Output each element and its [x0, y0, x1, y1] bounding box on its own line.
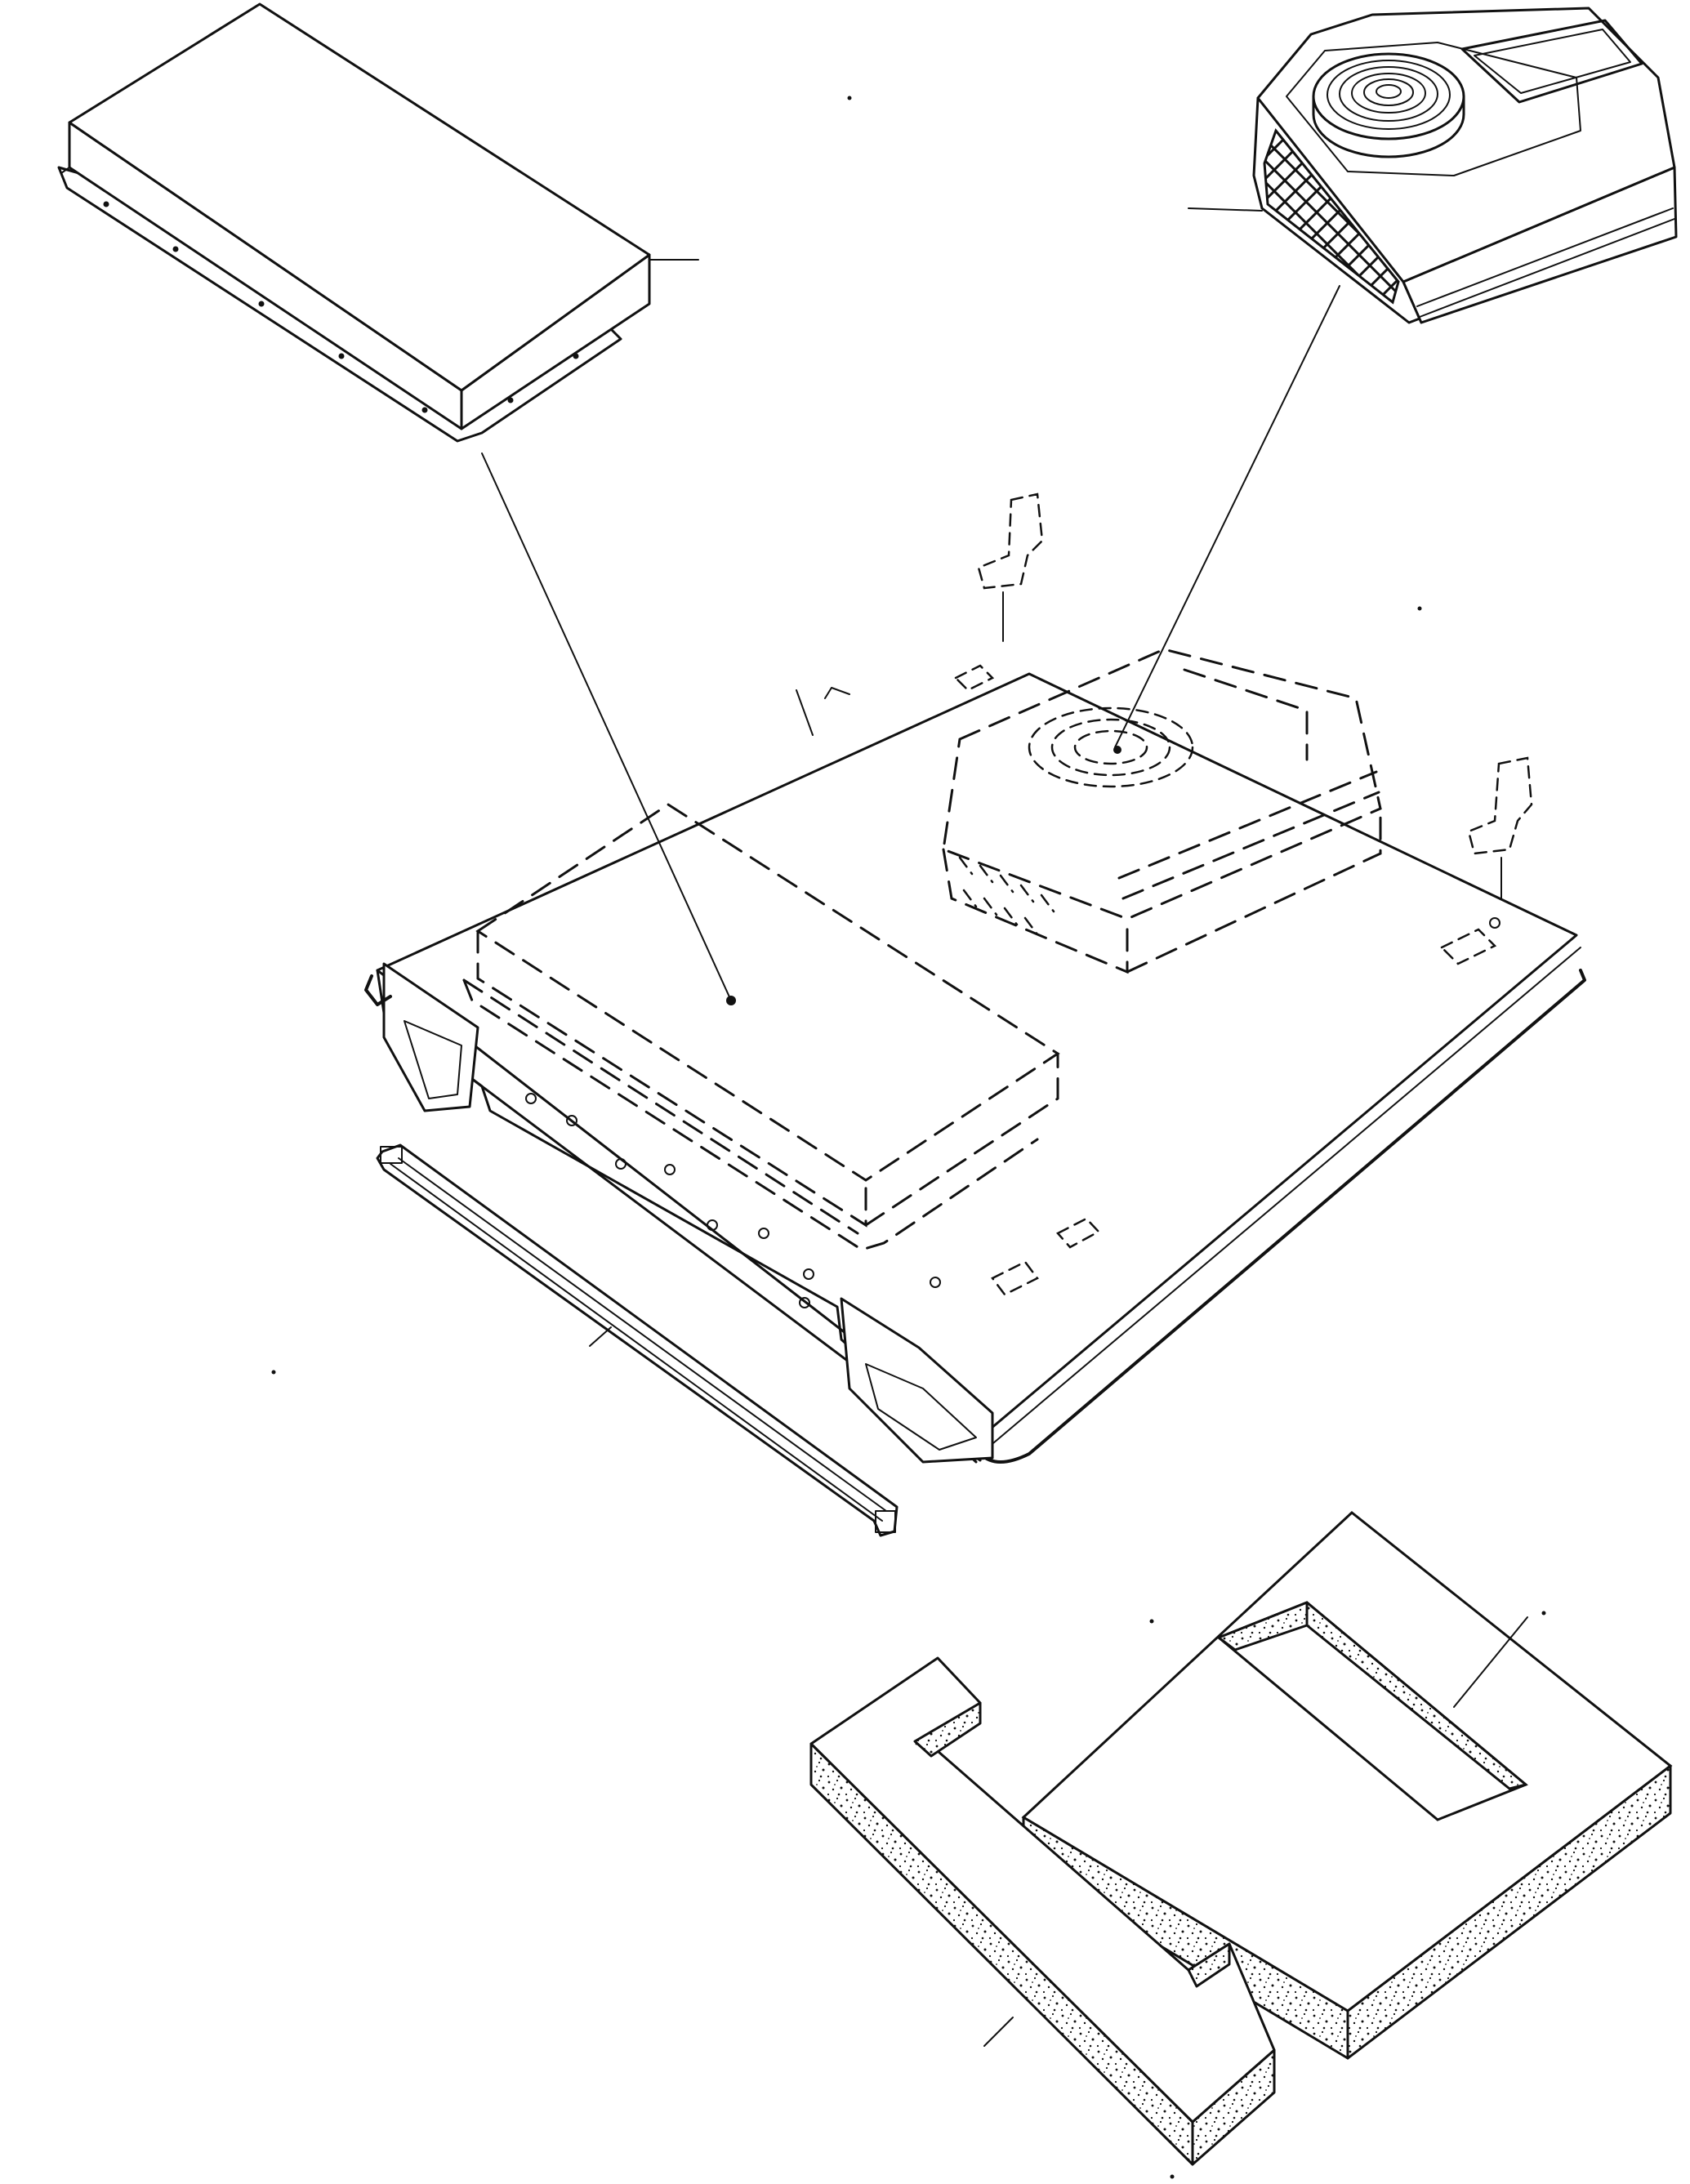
leader-line-cover-housing-install	[481, 452, 732, 1001]
fan-unit	[1252, 7, 1678, 324]
base-pan-foot-right	[840, 1297, 994, 1464]
side-rail-inner-edge	[390, 1163, 883, 1522]
mounting-bracket-right	[1467, 756, 1533, 899]
leader-line-side-rail	[589, 1326, 612, 1347]
base-pan-foot-left-inner	[404, 1020, 462, 1099]
base-pan-holes	[525, 917, 1500, 1308]
base-pan-top-surface	[376, 672, 1578, 1439]
base-pan-corner-tab	[364, 974, 392, 1006]
gasket-frame	[1021, 1511, 1673, 2060]
base-pan-front-edge-line	[988, 947, 1581, 1448]
fan-unit-top-vent-inner	[1474, 29, 1631, 94]
gasket-strip-top-face	[809, 1656, 1276, 2124]
gasket-strip	[809, 1656, 1276, 2166]
base-pan-foot-left	[382, 962, 479, 1112]
cover-housing-flange-corner	[60, 167, 70, 174]
leader-line-gasket-frame	[1453, 1616, 1528, 1708]
gasket-strip-notch-wall	[1187, 1942, 1231, 1988]
cover-housing-hole	[421, 407, 428, 413]
leader-line-gasket-strip	[983, 2017, 1014, 2047]
cover-housing-installed-position	[462, 803, 1060, 1251]
cover-housing-hole	[258, 301, 265, 307]
base-pan-foot-right-inner	[865, 1363, 977, 1451]
fan-unit-grille	[1263, 127, 1400, 305]
leader-line-base-pan-tick	[824, 687, 850, 699]
fan-unit-side-groove	[1419, 218, 1675, 318]
leader-line-fan-unit	[1188, 207, 1263, 212]
mounting-bracket-left	[977, 493, 1044, 642]
side-rail	[376, 1143, 899, 1537]
leader-line-anchor	[726, 996, 736, 1005]
base-pan-surface-tabs	[953, 664, 1497, 1296]
cover-housing-hole	[338, 353, 345, 359]
gasket-frame-inner-wall	[1305, 1601, 1527, 1790]
cover-housing-hole	[103, 201, 109, 207]
leader-lines	[481, 207, 1528, 2047]
leader-line-base-pan	[796, 689, 814, 736]
leader-line-fan-install	[1114, 285, 1340, 748]
gasket-strip-notch-wall	[913, 1701, 982, 1758]
cover-housing-hole	[172, 246, 179, 252]
side-rail-end-tab	[380, 1146, 403, 1164]
cover-housing	[57, 2, 651, 443]
cover-housing-top-face	[68, 2, 651, 392]
cover-housing-hole	[573, 353, 579, 359]
base-pan-long-face	[376, 969, 982, 1462]
side-rail-inner-edge	[398, 1157, 887, 1512]
fan-unit-top-recess	[1286, 42, 1581, 176]
cover-housing-hole	[507, 397, 514, 403]
fan-unit-installed-position	[942, 648, 1382, 974]
fan-icon	[1312, 52, 1465, 158]
side-rail-end-tab	[875, 1510, 896, 1533]
registration-marks	[271, 96, 1546, 2179]
fan-unit-side-groove	[1416, 207, 1674, 307]
base-pan	[364, 664, 1586, 1464]
fan-unit-top-vent	[1460, 19, 1643, 104]
